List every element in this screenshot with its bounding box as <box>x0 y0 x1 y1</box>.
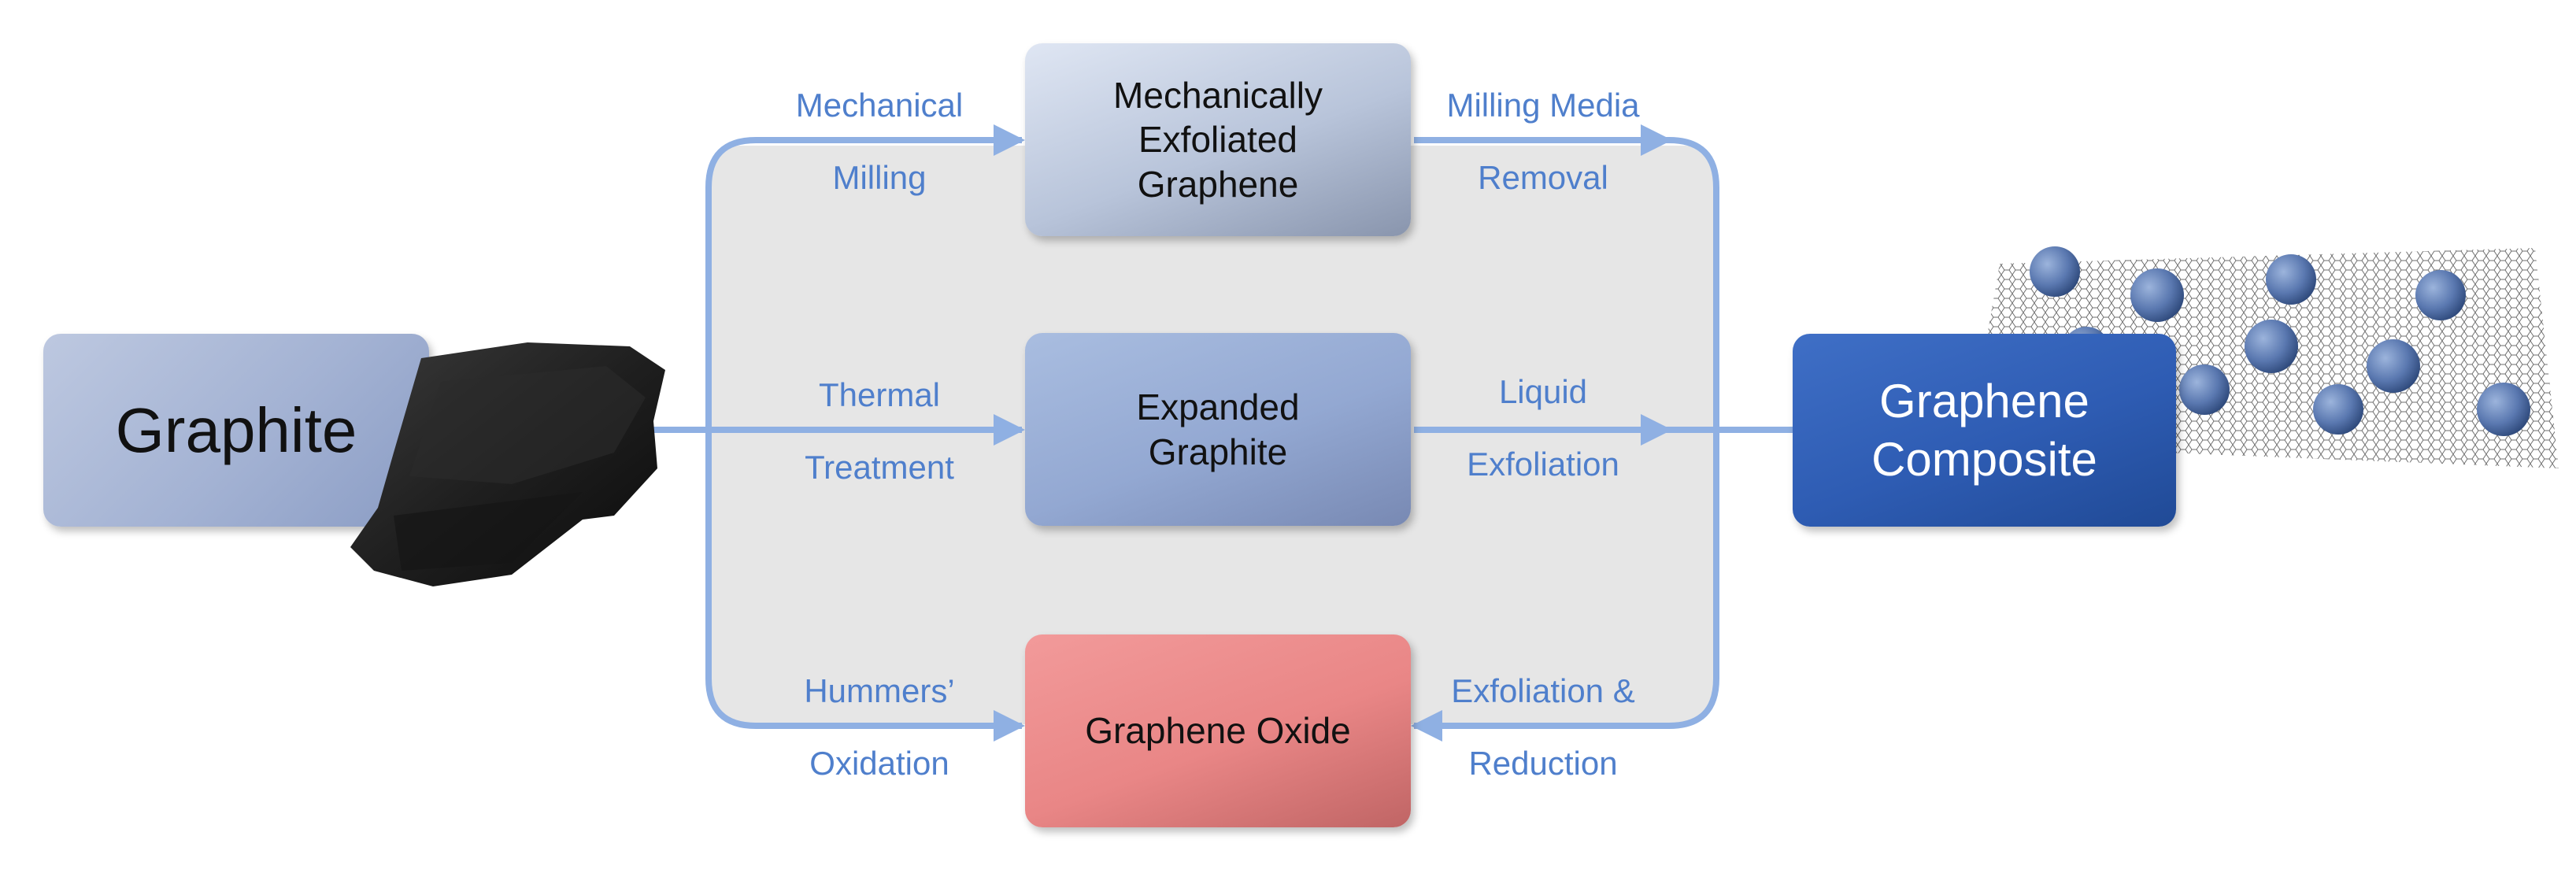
label-exfoliation-and: Exfoliation & <box>1451 672 1635 709</box>
label-milling-media: Milling Media <box>1446 87 1640 124</box>
graphene-composite-label: Graphene Composite <box>1871 375 2097 486</box>
label-reduction: Reduction <box>1468 745 1618 782</box>
label-liquid: Liquid <box>1498 373 1588 410</box>
label-mechanical: Mechanical <box>795 87 964 124</box>
label-oxidation: Oxidation <box>809 745 949 782</box>
graphite-rock-image <box>350 342 665 586</box>
graphene-oxide-label: Graphene Oxide <box>1085 710 1351 752</box>
label-removal: Removal <box>1478 159 1608 196</box>
expanded-graphite-label: Expanded Graphite <box>1136 387 1300 472</box>
graphene-oxide-box: Graphene Oxide <box>1025 634 1411 827</box>
expanded-graphite-box: Expanded Graphite <box>1025 333 1411 526</box>
label-treatment: Treatment <box>805 449 954 486</box>
mechanically-exfoliated-graphene-box: Mechanically Exfoliated Graphene <box>1025 43 1411 236</box>
graphite-label: Graphite <box>115 394 357 465</box>
graphene-composite-box: Graphene Composite <box>1793 334 2176 527</box>
label-milling: Milling <box>832 159 927 196</box>
graphite-box: Graphite <box>43 334 429 527</box>
label-thermal: Thermal <box>818 376 941 413</box>
mechanically-exfoliated-graphene-label: Mechanically Exfoliated Graphene <box>1113 75 1323 205</box>
label-exfoliation: Exfoliation <box>1467 446 1619 483</box>
label-hummers: Hummers’ <box>804 672 955 709</box>
